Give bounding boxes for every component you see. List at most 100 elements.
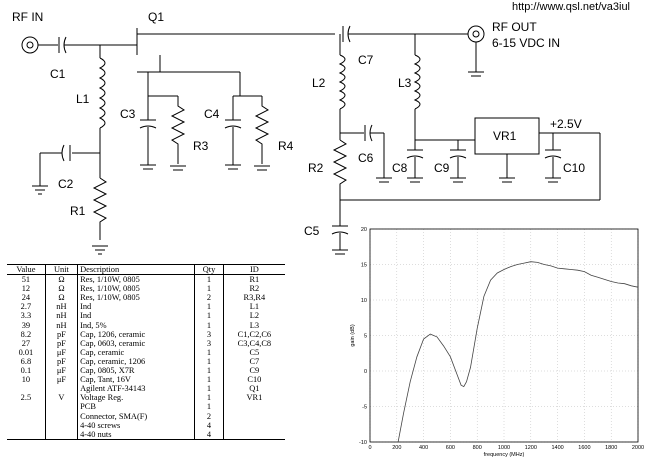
bom-id: L3 <box>222 320 285 330</box>
ground-icon <box>499 177 515 183</box>
bom-unit: μF <box>44 375 78 385</box>
bom-header-unit: Unit <box>44 263 78 276</box>
x-tick-label: 0 <box>368 445 371 451</box>
r4-label: R4 <box>278 139 294 153</box>
ground-icon <box>407 177 423 183</box>
x-tick-label: 1800 <box>605 445 617 451</box>
y-tick-label: 10 <box>361 298 367 304</box>
ground-icon <box>545 177 561 183</box>
ground-icon <box>32 185 48 195</box>
l2-label: L2 <box>312 76 326 90</box>
bom-qty: 4 <box>194 429 224 440</box>
l1-label: L1 <box>76 92 90 106</box>
bom-header-row: Value Unit Description Qty ID <box>7 263 285 276</box>
r3-label: R3 <box>193 139 209 153</box>
bom-id <box>222 429 285 440</box>
x-tick-label: 200 <box>392 445 401 451</box>
c8-capacitor-icon <box>406 149 424 159</box>
bom-description: Ind <box>77 302 195 312</box>
bom-id: R3,R4 <box>222 293 285 303</box>
c10-label: C10 <box>563 161 585 175</box>
bom-value: 3.3 <box>20 311 32 321</box>
rf-out-connector-icon <box>467 25 485 77</box>
supply-label: 6-15 VDC IN <box>492 36 560 50</box>
bom-description: Connector, SMA(F) <box>77 411 195 421</box>
y-tick-label: 15 <box>361 263 367 269</box>
c3-label: C3 <box>120 107 136 121</box>
bom-header-qty: Qty <box>194 263 224 276</box>
bom-unit: μF <box>44 366 78 376</box>
rf-in-connector-icon <box>21 36 58 54</box>
bom-value: 8.2 <box>20 329 32 339</box>
bom-unit: nH <box>44 311 78 321</box>
table-row: Connector, SMA(F)2 <box>7 411 285 421</box>
source-url[interactable]: http://www.qsl.net/va3iul <box>512 1 631 13</box>
bom-unit <box>44 402 78 412</box>
y-tick-label: 5 <box>364 334 367 340</box>
bom-unit: Ω <box>44 274 78 285</box>
bom-id: C9 <box>222 366 285 376</box>
q1-transistor-icon <box>135 28 138 55</box>
ground-icon <box>140 164 156 170</box>
bom-qty: 3 <box>194 329 224 339</box>
bom-value <box>7 421 45 430</box>
bom-unit: nH <box>44 320 78 330</box>
bom-id <box>222 402 285 412</box>
r4-resistor-icon <box>254 96 270 164</box>
bom-description: Res, 1/10W, 0805 <box>77 284 195 294</box>
y-tick-label: 20 <box>361 227 367 233</box>
bom-id: C5 <box>222 347 285 357</box>
r3-resistor-icon <box>170 96 186 164</box>
bom-qty: 1 <box>194 384 224 394</box>
vout-label: +2.5V <box>550 117 582 131</box>
y-tick-label: -5 <box>362 405 367 411</box>
bom-qty: 1 <box>194 347 224 357</box>
bom-unit <box>44 429 78 440</box>
c7-label: C7 <box>358 53 374 67</box>
x-tick-label: 1000 <box>498 445 510 451</box>
bom-unit <box>44 420 78 430</box>
c1-capacitor-icon <box>58 36 100 54</box>
bom-unit: nH <box>44 302 78 312</box>
y-axis-label: gain (dB) <box>350 324 356 346</box>
bom-description: Agilent ATF-34143 <box>77 384 195 394</box>
circuit-schematic: RF IN Q1 C1 L1 C2 R1 C3 R3 C4 R4 L2 C7 L… <box>12 10 601 255</box>
bom-value: 10 <box>21 375 31 385</box>
x-tick-label: 1200 <box>525 445 537 451</box>
bom-description: Cap, ceramic <box>77 347 195 357</box>
bom-value: 2.7 <box>20 302 32 312</box>
ground-icon <box>225 164 241 170</box>
bom-unit: V <box>44 393 78 403</box>
bom-id: C3,C4,C8 <box>222 338 285 348</box>
bom-value <box>7 412 45 421</box>
bom-qty: 1 <box>194 320 224 330</box>
x-tick-label: 1600 <box>578 445 590 451</box>
bom-description: Cap, ceramic, 1206 <box>77 356 195 367</box>
bom-value: 51 <box>21 275 31 285</box>
bom-header-value: Value <box>7 263 46 276</box>
ground-icon <box>254 165 270 171</box>
bom-id: Q1 <box>222 384 285 394</box>
bom-unit: pF <box>44 329 78 339</box>
bom-qty: 3 <box>194 338 224 348</box>
bom-value: 12 <box>21 284 31 294</box>
bom-qty: 1 <box>194 375 224 385</box>
bom-id <box>222 420 285 430</box>
r1-label: R1 <box>70 204 86 218</box>
bom-unit <box>44 411 78 421</box>
ground-icon <box>170 165 186 171</box>
r2-label: R2 <box>308 161 324 175</box>
bom-description: 4-40 nuts <box>77 429 195 440</box>
bom-qty: 1 <box>194 402 224 412</box>
bom-id: L1 <box>222 302 285 312</box>
bom-description: Res, 1/10W, 0805 <box>77 293 195 303</box>
bom-id: R2 <box>222 284 285 294</box>
bom-description: Res, 1/10W, 0805 <box>77 274 195 285</box>
